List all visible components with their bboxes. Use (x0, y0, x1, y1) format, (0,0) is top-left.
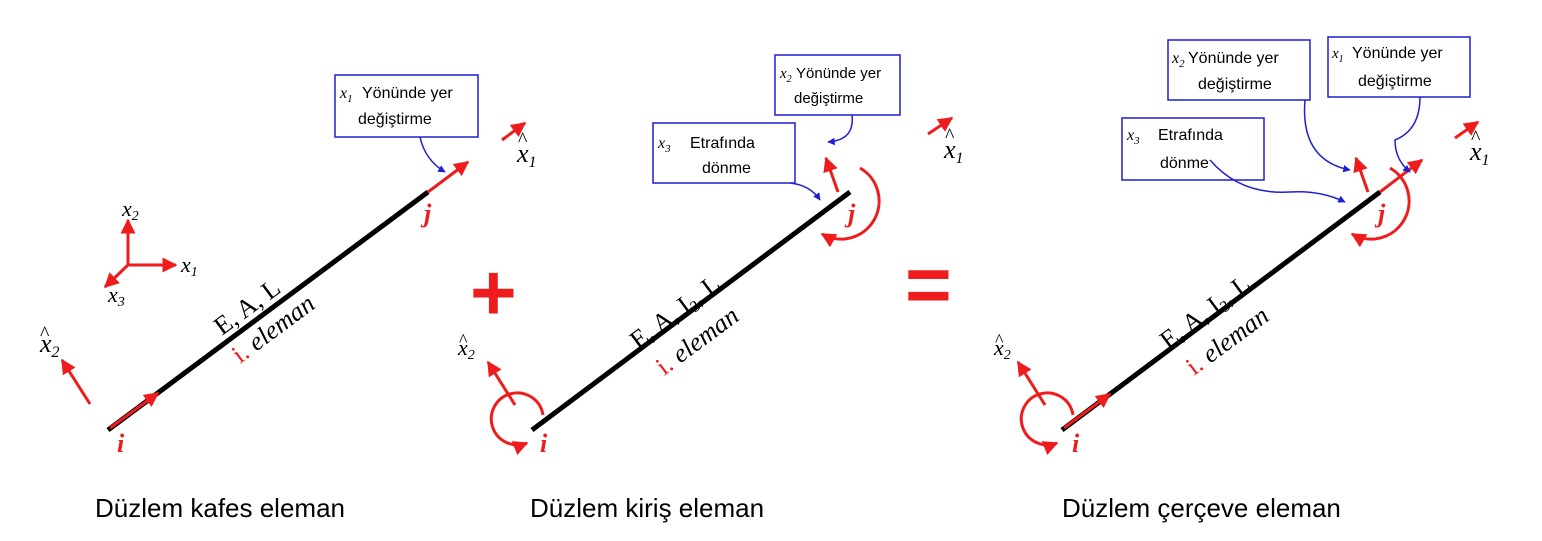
truss-x1-note-line2: değiştirme (358, 111, 432, 128)
truss-local-x1-label: x1 (516, 139, 537, 171)
beam-x3-note-line2: dönme (702, 160, 751, 177)
frame-x1-note-symbol: x1 (1331, 46, 1344, 65)
global-x2-label: x2 (121, 196, 139, 224)
frame-x3-note-leader (1209, 159, 1346, 203)
frame-x1-note-line2: değiştirme (1358, 73, 1432, 90)
frame-i-rotation-arrow (1019, 391, 1075, 455)
hat-mark: ^ (1471, 127, 1481, 149)
truss-i-axial-arrow (109, 391, 160, 430)
frame-x3-note-box (1121, 117, 1265, 181)
frame-x1-note-box (1327, 36, 1471, 98)
beam-x3-note-box (652, 122, 796, 184)
frame-x1-note-line1: Yönünde yer (1352, 45, 1443, 62)
truss-x1-note-leader (419, 136, 446, 173)
hat-mark: ^ (518, 129, 528, 151)
frame-x3-note-symbol: x3 (1126, 127, 1140, 147)
truss-caption: Düzlem kafes eleman (95, 493, 345, 523)
frame-x1-note-leader (1394, 96, 1421, 173)
frame-local-x2-label: x2 (993, 335, 1011, 363)
beam-x2-note-line2: değiştirme (794, 90, 863, 107)
beam-i-transverse-arrow (486, 360, 517, 406)
beam-member (530, 189, 852, 433)
frame-x2-note-line1: Yönünde yer (1188, 50, 1279, 67)
panel-beam: x2 ^ x1 ^ i j E, A, I3, L i. eleman x2 Y… (457, 54, 964, 523)
beam-local-x1-arrow (927, 116, 954, 136)
frame-local-x1-arrow (1454, 120, 1480, 140)
panel-frame: x2 ^ x1 ^ i j E, A, I3, L i. eleman x2 Y… (993, 36, 1490, 523)
equals-operator: = (905, 240, 952, 329)
truss-member (106, 189, 430, 433)
beam-i-rotation-arrow (489, 391, 545, 455)
beam-node-j: j (844, 199, 856, 228)
frame-member (1060, 189, 1382, 433)
hat-mark: ^ (40, 323, 50, 345)
beam-node-i: i (540, 429, 548, 458)
frame-j-rotation-arrow (1350, 166, 1411, 248)
beam-x2-note-box (774, 54, 901, 116)
hat-mark: ^ (945, 125, 955, 147)
frame-caption: Düzlem çerçeve eleman (1062, 493, 1341, 523)
beam-local-x1-label: x1 (943, 135, 964, 167)
beam-local-x2-label: x2 (457, 335, 475, 363)
global-x3-label: x3 (107, 282, 125, 310)
truss-x1-note-box (334, 74, 479, 138)
frame-node-i: i (1072, 429, 1080, 458)
truss-local-x2-arrow (60, 358, 92, 405)
frame-x2-note-line2: değiştirme (1198, 76, 1272, 93)
beam-j-rotation-arrow (820, 166, 881, 248)
global-axes: x1 x2 x3 (103, 196, 198, 310)
global-x1-label: x1 (180, 252, 198, 280)
hat-mark: ^ (459, 330, 468, 350)
frame-x2-note-box (1167, 39, 1311, 101)
frame-local-x1-label: x1 (1469, 137, 1490, 169)
panel-truss: x1 x2 x3 x2 ^ x1 ^ i j E, A, L i. eleman… (39, 74, 537, 523)
hat-mark: ^ (995, 330, 1004, 350)
truss-x1-note-symbol: x1 (339, 85, 353, 105)
plus-operator: + (470, 248, 517, 337)
frame-x2-note-symbol: x2 (1171, 50, 1185, 70)
beam-x2-note-line1: Yönünde yer (796, 65, 881, 82)
truss-local-x2-label: x2 (39, 329, 60, 361)
frame-i-transverse-arrow (1016, 360, 1047, 406)
truss-x1-note-line1: Yönünde yer (362, 85, 453, 102)
beam-x3-note-leader (789, 182, 821, 201)
beam-j-transverse-arrow (823, 156, 840, 193)
frame-i-axial-arrow (1063, 392, 1112, 430)
beam-caption: Düzlem kiriş eleman (530, 493, 764, 523)
beam-x3-note-line1: Etrafında (690, 135, 755, 152)
truss-local-x1-arrow (501, 121, 527, 142)
truss-node-i: i (117, 429, 125, 458)
frame-x3-note-line2: dönme (1160, 155, 1209, 172)
frame-x3-note-line1: Etrafında (1158, 127, 1223, 144)
beam-x2-note-leader (827, 114, 854, 146)
beam-x2-note-symbol: x2 (779, 66, 792, 85)
truss-j-axial-arrow (427, 160, 470, 194)
truss-node-j: j (420, 199, 432, 228)
frame-j-transverse-arrow (1353, 156, 1370, 193)
frame-x2-note-leader (1303, 99, 1351, 173)
frame-node-j: j (1374, 199, 1386, 228)
beam-x3-note-symbol: x3 (657, 135, 671, 155)
